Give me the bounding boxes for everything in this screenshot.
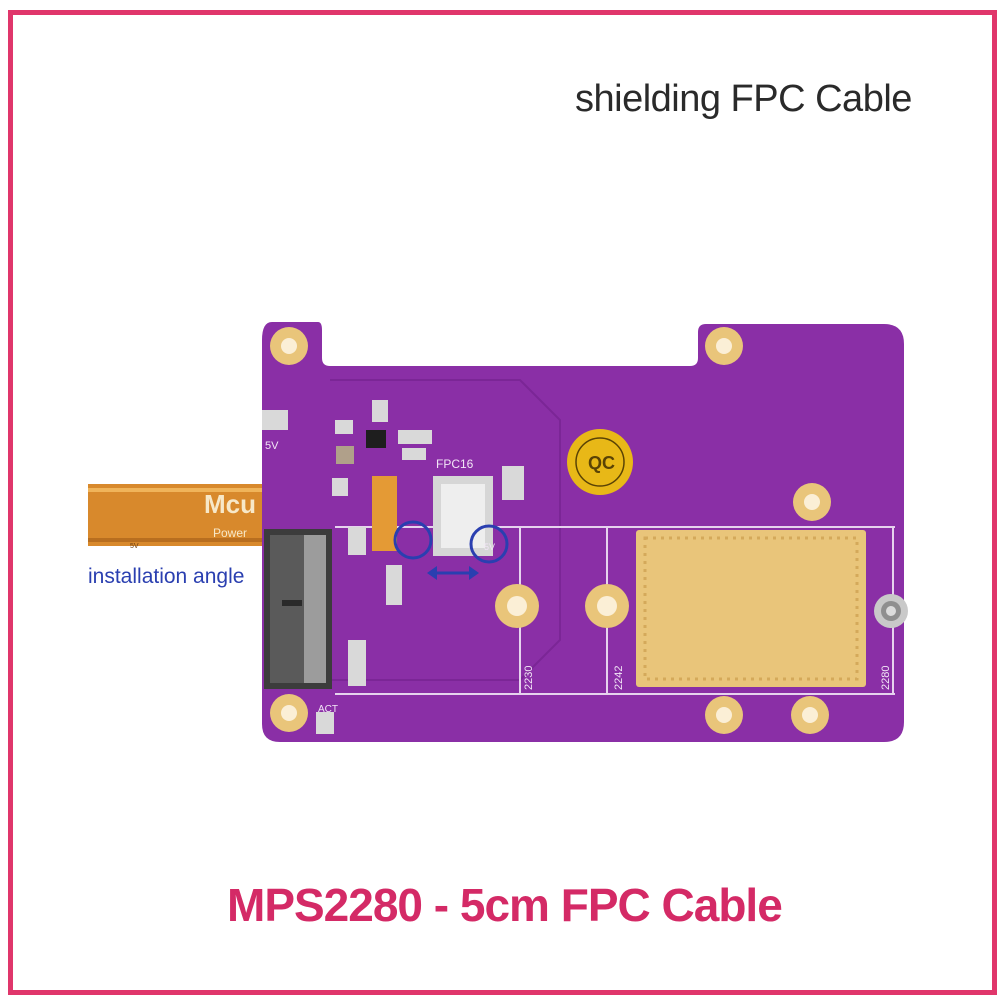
installation-angle-label: installation angle — [88, 565, 245, 588]
gold-pad-area — [636, 530, 866, 687]
qc-sticker-text: QC — [588, 453, 615, 473]
silk-5v-left: 5V — [265, 440, 279, 452]
top-caption: shielding FPC Cable — [575, 78, 912, 120]
fpc-cable — [88, 484, 273, 546]
mounting-holes — [270, 327, 831, 734]
fpc16-connector — [372, 476, 493, 556]
smd-components — [262, 400, 524, 734]
installation-annotation — [393, 520, 509, 580]
silk-2242: 2242 — [613, 666, 625, 690]
cable-brand-text: Mcu — [204, 489, 256, 519]
bottom-caption: MPS2280 - 5cm FPC Cable — [227, 879, 783, 931]
m2-connector — [264, 529, 332, 689]
cable-sub-text: Power — [213, 526, 247, 540]
standoff-screw — [874, 594, 908, 628]
silk-act: ACT — [318, 704, 338, 715]
cable-tag-text: 5V — [130, 543, 139, 550]
silk-fpc16: FPC16 — [436, 457, 474, 471]
silk-5v-mid: 5V — [484, 542, 495, 552]
qc-sticker — [567, 429, 633, 495]
silk-2280: 2280 — [880, 666, 892, 690]
silk-2230: 2230 — [523, 666, 535, 690]
